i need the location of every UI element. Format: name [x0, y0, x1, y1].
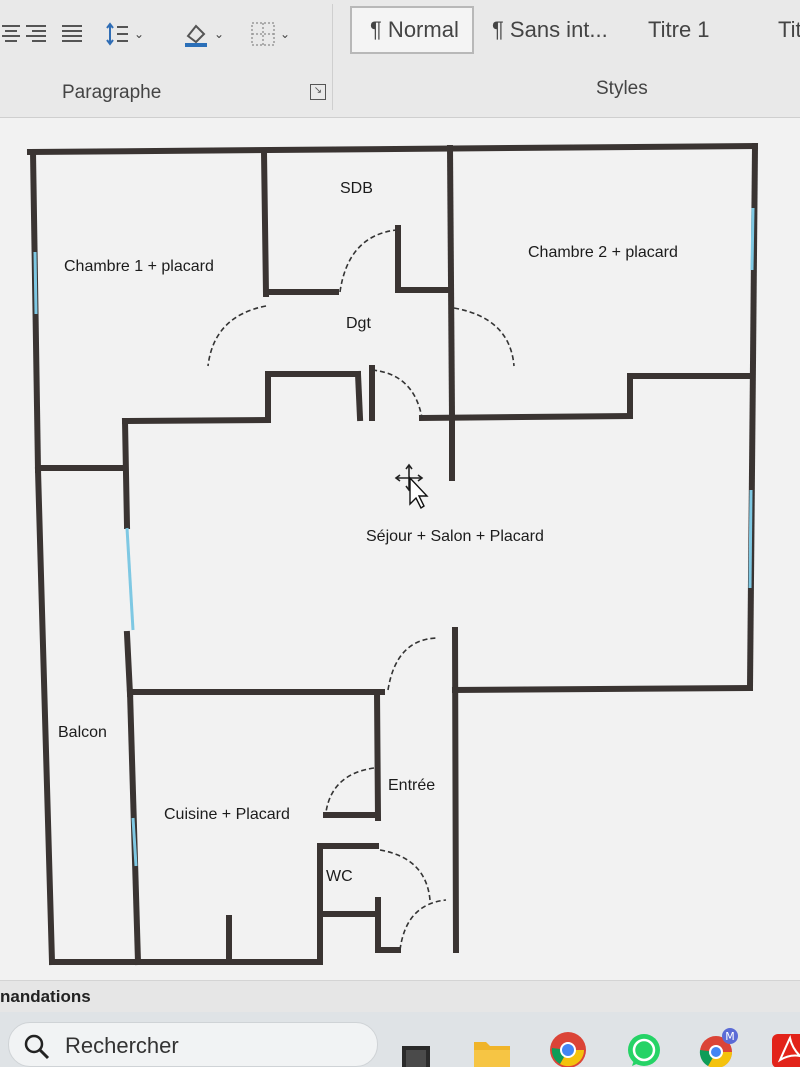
ribbon: ⌄ ⌄ ⌄ Paragraphe ↘ ¶ Normal ¶ Sans int..… — [0, 0, 800, 118]
align-center-icon[interactable] — [0, 16, 22, 52]
door-swings — [207, 229, 515, 951]
paragraph-group-label: Paragraphe — [62, 82, 162, 103]
chevron-down-icon[interactable]: ⌄ — [214, 27, 225, 41]
windows — [33, 207, 755, 867]
room-balcon: Balcon — [58, 724, 107, 741]
room-dgt: Dgt — [346, 315, 371, 332]
borders-icon[interactable]: ⌄ — [250, 16, 290, 52]
style-normal[interactable]: ¶ Normal — [350, 6, 474, 54]
room-entree: Entrée — [388, 777, 436, 794]
chrome-icon[interactable] — [548, 1028, 588, 1067]
style-titre-2[interactable]: Tit — [778, 17, 800, 42]
shading-icon[interactable]: ⌄ — [182, 16, 224, 52]
taskbar: Rechercher M — [0, 1012, 800, 1067]
line-spacing-icon[interactable]: ⌄ — [104, 16, 144, 52]
chevron-down-icon[interactable]: ⌄ — [280, 27, 291, 41]
room-wc: WC — [326, 868, 353, 885]
chevron-down-icon[interactable]: ⌄ — [134, 27, 145, 41]
room-cuisine: Cuisine + Placard — [164, 806, 290, 823]
styles-group-label: Styles — [596, 78, 648, 99]
room-sejour: Séjour + Salon + Placard — [366, 528, 544, 545]
search-placeholder: Rechercher — [65, 1033, 179, 1058]
floor-plan[interactable] — [0, 118, 800, 980]
dialog-launcher-icon[interactable]: ↘ — [310, 84, 326, 100]
file-explorer-icon[interactable] — [396, 1028, 436, 1067]
room-chambre-1: Chambre 1 + placard — [64, 258, 214, 275]
recommendations-text: nandations — [0, 987, 91, 1006]
document-page[interactable]: Chambre 1 + placard SDB Chambre 2 + plac… — [0, 118, 800, 980]
move-cursor-icon — [394, 463, 429, 510]
folder-icon[interactable] — [472, 1028, 512, 1067]
justify-icon[interactable] — [60, 16, 84, 52]
search-icon — [24, 1034, 50, 1060]
room-sdb: SDB — [340, 180, 373, 197]
align-right-icon[interactable] — [24, 16, 48, 52]
acrobat-icon[interactable] — [772, 1028, 800, 1067]
room-chambre-2: Chambre 2 + placard — [528, 244, 678, 261]
group-divider — [332, 4, 333, 110]
chrome-profile-icon[interactable]: M — [698, 1028, 738, 1067]
style-titre-1[interactable]: Titre 1 — [648, 17, 710, 42]
whatsapp-icon[interactable] — [624, 1028, 664, 1067]
style-sans-interligne[interactable]: ¶ Sans int... — [492, 17, 608, 42]
profile-badge: M — [725, 1030, 735, 1043]
search-box[interactable]: Rechercher — [8, 1022, 378, 1067]
status-strip: nandations — [0, 980, 800, 1012]
